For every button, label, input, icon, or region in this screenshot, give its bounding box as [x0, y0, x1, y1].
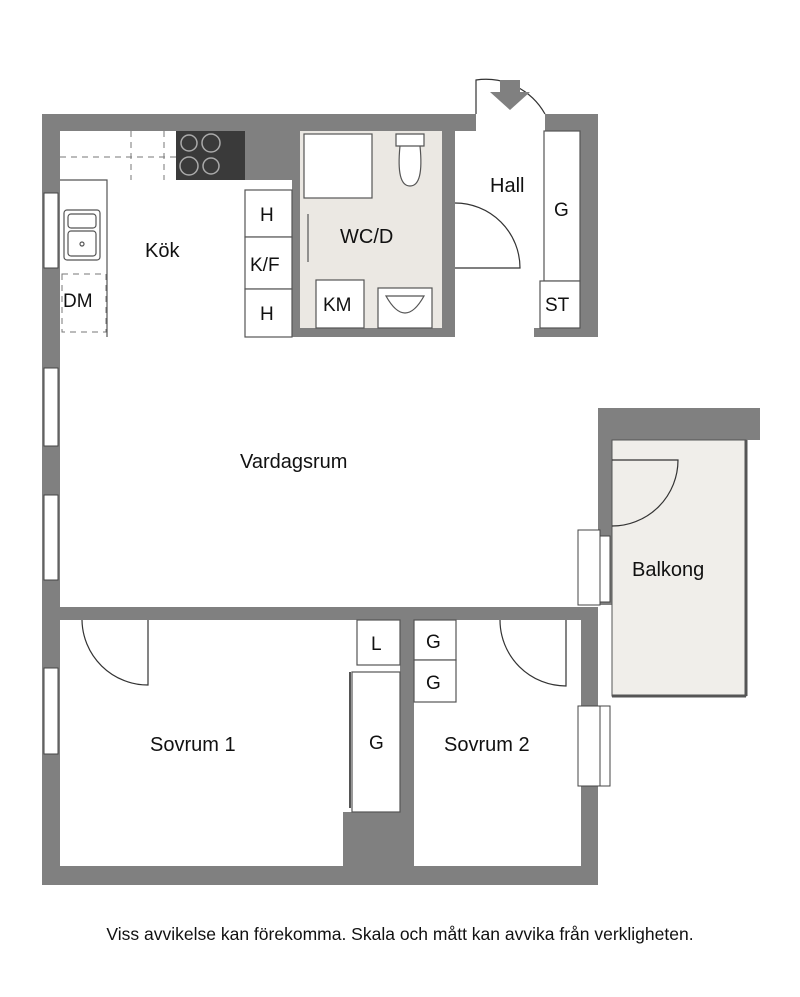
washing-machine: [315, 279, 365, 329]
fixture-label-dm: DM: [63, 291, 93, 312]
burner-2: [201, 133, 221, 153]
room-label-hall: Hall: [490, 175, 524, 197]
window-kitchen: [43, 192, 59, 269]
fixture-label-g-wardrobe2: G: [426, 673, 441, 694]
box-g-sovrum1: [351, 671, 401, 813]
window-balcony-door: [599, 535, 611, 603]
window-living-2: [43, 494, 59, 581]
door-bedroom2: [499, 619, 567, 687]
fixture-label-g-hall: G: [554, 200, 569, 221]
fixture-label-kf: K/F: [250, 255, 280, 276]
bathroom-wall-east: [442, 131, 455, 337]
bedroom1-floor: [60, 620, 343, 866]
box-l: [356, 619, 401, 666]
dishwasher-outline: [61, 273, 107, 333]
partitions: [60, 328, 598, 866]
room-label-sovrum2: Sovrum 2: [444, 734, 530, 756]
window-balcony-door-inner: [577, 529, 601, 606]
room-label-vardagsrum: Vardagsrum: [240, 451, 347, 473]
box-st: [539, 280, 581, 329]
sink-basin-1: [67, 213, 97, 229]
stove: [176, 131, 245, 180]
kitchen-upper-wall: [245, 131, 292, 180]
fixture-label-g-sovrum1: G: [369, 733, 384, 754]
door-bathroom: [454, 202, 521, 269]
box-kf: [244, 236, 293, 290]
kitchen-counters: [60, 131, 176, 333]
shower: [303, 133, 373, 199]
partition-living-bedrooms-b: [148, 607, 500, 620]
windows: [43, 192, 611, 787]
box-h-lower: [244, 288, 293, 338]
fixture-label-st: ST: [545, 295, 570, 316]
door-balcony: [611, 459, 679, 527]
room-label-wc: WC/D: [340, 226, 393, 248]
fixture-label-l: L: [371, 634, 382, 655]
disclaimer-text: Viss avvikelse kan förekomma. Skala och …: [106, 924, 694, 944]
floor-plan: Kök Hall WC/D Vardagsrum Balkong Sovrum …: [42, 78, 760, 885]
washbasin-bowl: [384, 295, 426, 314]
fixture-label-h-lower: H: [260, 304, 274, 325]
appliance-boxes: [244, 130, 581, 813]
window-bedroom2-inner: [577, 705, 601, 787]
partition-hall-stub: [534, 328, 598, 337]
room-label-kok: Kök: [145, 240, 180, 262]
fixture-label-g-wardrobe1: G: [426, 632, 441, 653]
room-label-balkong: Balkong: [632, 559, 704, 581]
window-living-1: [43, 367, 59, 447]
counter-edge: [60, 179, 108, 337]
partition-bedrooms: [400, 620, 414, 866]
burner-1: [180, 134, 198, 152]
partition-living-bedrooms-c: [566, 607, 598, 620]
entrance-opening: [476, 114, 545, 131]
box-h-upper: [244, 189, 293, 238]
fixture-label-km: KM: [323, 295, 352, 316]
bathroom-wall-west: [292, 131, 300, 337]
entrance-arrow-icon: [490, 80, 530, 110]
fixture-label-h-upper: H: [260, 205, 274, 226]
living-room-floor: [60, 337, 580, 607]
stove-icon: [176, 131, 245, 180]
balcony-floor: [611, 439, 747, 697]
bathroom-wall-south: [292, 328, 455, 337]
toilet-icon: [395, 133, 425, 187]
burner-3: [179, 156, 199, 176]
box-g-wardrobe2: [413, 659, 457, 703]
partition-closet-base: [343, 812, 400, 866]
sink-outer: [63, 209, 101, 261]
kitchen-sink-icon: [63, 209, 101, 261]
window-bedroom2: [599, 705, 611, 787]
washbasin: [377, 287, 433, 329]
box-g-wardrobe1: [413, 619, 457, 661]
partition-living-bedrooms-a: [60, 607, 82, 620]
burner-4: [202, 157, 220, 175]
sink-drain: [79, 241, 85, 247]
sink-basin-2: [67, 230, 97, 257]
room-label-sovrum1: Sovrum 1: [150, 734, 236, 756]
window-bedroom1: [43, 667, 59, 755]
door-bedroom1: [81, 619, 149, 686]
bathroom-fixtures: [303, 133, 433, 329]
